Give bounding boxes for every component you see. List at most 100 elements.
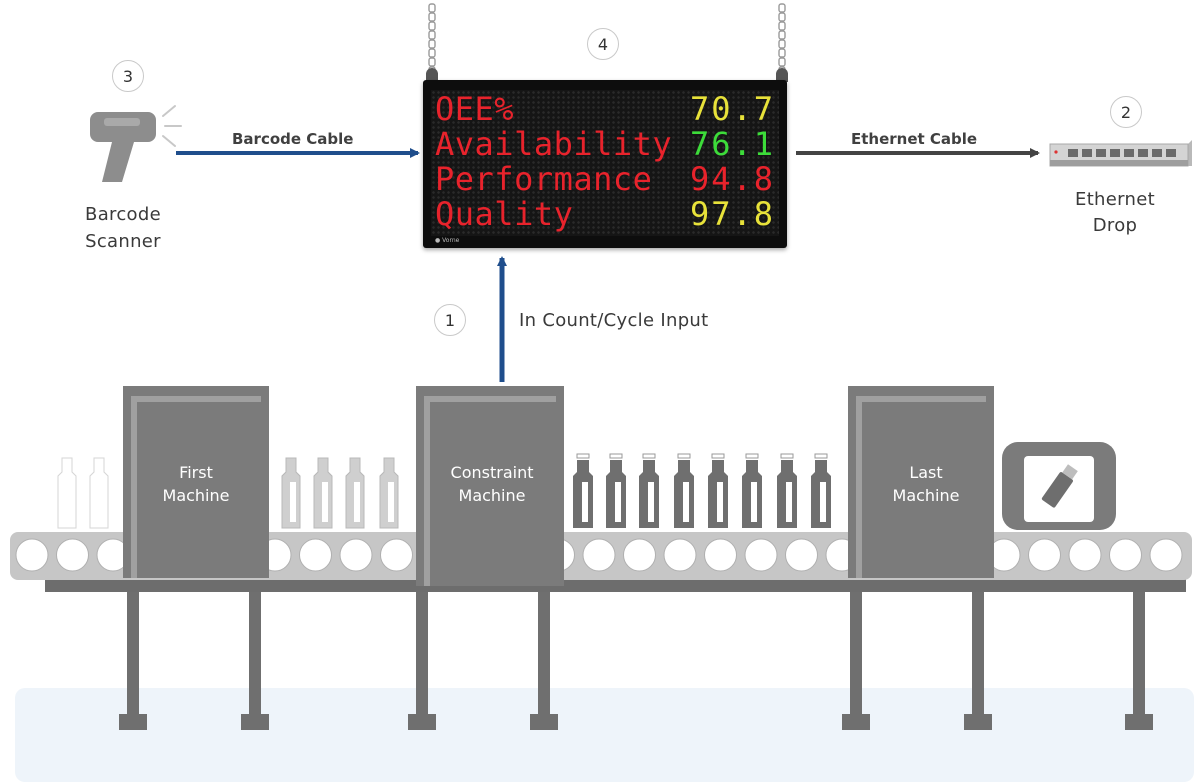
metric-value: 97.8 <box>689 195 775 233</box>
chain-link <box>778 39 786 49</box>
first-machine-label: First Machine <box>163 461 230 507</box>
chain-link <box>778 30 786 40</box>
bottle-label <box>820 482 826 522</box>
bottle-cap <box>814 453 828 459</box>
last-machine-label: Last Machine <box>893 461 960 507</box>
ethernet-switch-icon <box>1049 140 1192 167</box>
constraint-machine <box>416 386 564 586</box>
bottle-label <box>388 482 394 522</box>
ethernet-cable-label: Ethernet Cable <box>851 130 978 148</box>
chain-link <box>428 30 436 40</box>
bottle-label <box>786 482 792 522</box>
roller <box>339 538 373 572</box>
chain-hook <box>426 68 438 82</box>
bottle-label <box>582 482 588 522</box>
switch-port <box>1110 149 1120 157</box>
roller <box>744 538 778 572</box>
roller <box>1109 538 1142 572</box>
constraint-machine-label-line1: Constraint <box>450 463 534 482</box>
floor <box>15 688 1194 782</box>
chain-link <box>778 3 786 13</box>
bottle-label <box>322 482 328 522</box>
bottle-cap <box>576 453 590 459</box>
in-count-label: In Count/Cycle Input <box>519 310 709 331</box>
led-matrix: OEE% 70.7 Availability 76.1 Performance … <box>431 90 779 236</box>
chain-link <box>778 57 786 67</box>
callout-3: 3 <box>112 60 144 92</box>
bottle-cap <box>677 453 691 459</box>
chain-link <box>428 57 436 67</box>
first-machine <box>123 386 269 578</box>
bottle-label <box>751 482 757 522</box>
chain-link <box>778 12 786 22</box>
last-machine-label-line1: Last <box>909 463 943 482</box>
barcode-scanner-label-line2: Scanner <box>85 231 161 252</box>
callout-4: 4 <box>587 28 619 60</box>
bottle-cap <box>780 453 794 459</box>
constraint-machine-label-line2: Machine <box>458 486 526 505</box>
bottle-label <box>648 482 654 522</box>
barcode-cable-label: Barcode Cable <box>232 130 354 148</box>
chain-link <box>778 48 786 58</box>
oee-display-board: OEE% 70.7 Availability 76.1 Performance … <box>423 80 787 248</box>
chain-hook <box>776 68 788 82</box>
switch-port <box>1124 149 1134 157</box>
barcode-scanner-icon <box>90 105 182 182</box>
hanging-chains <box>426 3 788 82</box>
roller <box>380 538 413 572</box>
ethernet-drop-label-line2: Drop <box>1092 215 1138 236</box>
bottle-cap <box>745 453 759 459</box>
display-row-performance: Performance 94.8 <box>435 162 775 196</box>
constraint-machine-label: Constraint Machine <box>451 461 534 507</box>
roller <box>785 538 818 572</box>
display-row-quality: Quality 97.8 <box>435 197 775 231</box>
bottles-capped <box>573 453 831 528</box>
display-row-oee: OEE% 70.7 <box>435 92 775 126</box>
metric-label: Availability <box>435 125 673 163</box>
callout-1: 1 <box>434 304 466 336</box>
chain-link <box>428 21 436 31</box>
roller <box>663 538 697 572</box>
switch-port <box>1152 149 1162 157</box>
callout-2: 2 <box>1110 96 1142 128</box>
last-machine <box>848 386 994 578</box>
metric-value: 70.7 <box>689 90 775 128</box>
roller <box>704 538 737 572</box>
switch-port <box>1138 149 1148 157</box>
roller <box>1068 538 1102 572</box>
first-machine-label-line1: First <box>179 463 213 482</box>
switch-port <box>1096 149 1106 157</box>
vorne-logo: ● Vorne <box>435 237 460 244</box>
switch-port <box>1166 149 1176 157</box>
bottle-cap <box>711 453 725 459</box>
chain-link <box>428 39 436 49</box>
conveyor-legs <box>119 590 1153 730</box>
chain-link <box>428 12 436 22</box>
barcode-scanner-label-line1: Barcode <box>85 204 161 225</box>
chain-link <box>428 48 436 58</box>
chain-link <box>778 21 786 31</box>
bottle-label <box>683 482 689 522</box>
roller <box>582 538 616 572</box>
bottle-cap <box>609 453 623 459</box>
roller <box>15 538 49 572</box>
roller <box>1149 538 1183 572</box>
roller <box>1028 538 1061 572</box>
first-machine-label-line2: Machine <box>162 486 230 505</box>
switch-port <box>1082 149 1092 157</box>
metric-label: Quality <box>435 195 574 233</box>
roller <box>56 538 89 572</box>
metric-value: 76.1 <box>689 125 775 163</box>
bottle-label <box>615 482 621 522</box>
chain-link <box>428 3 436 13</box>
usb-drive-icon <box>1002 442 1116 530</box>
bottle-label <box>717 482 723 522</box>
bottle-cap <box>642 453 656 459</box>
switch-port <box>1068 149 1078 157</box>
ethernet-drop-label-line1: Ethernet <box>1075 189 1155 210</box>
roller <box>623 538 656 572</box>
bottles-after-first-machine <box>281 457 399 529</box>
bottle-label <box>290 482 296 522</box>
last-machine-label-line2: Machine <box>892 486 960 505</box>
